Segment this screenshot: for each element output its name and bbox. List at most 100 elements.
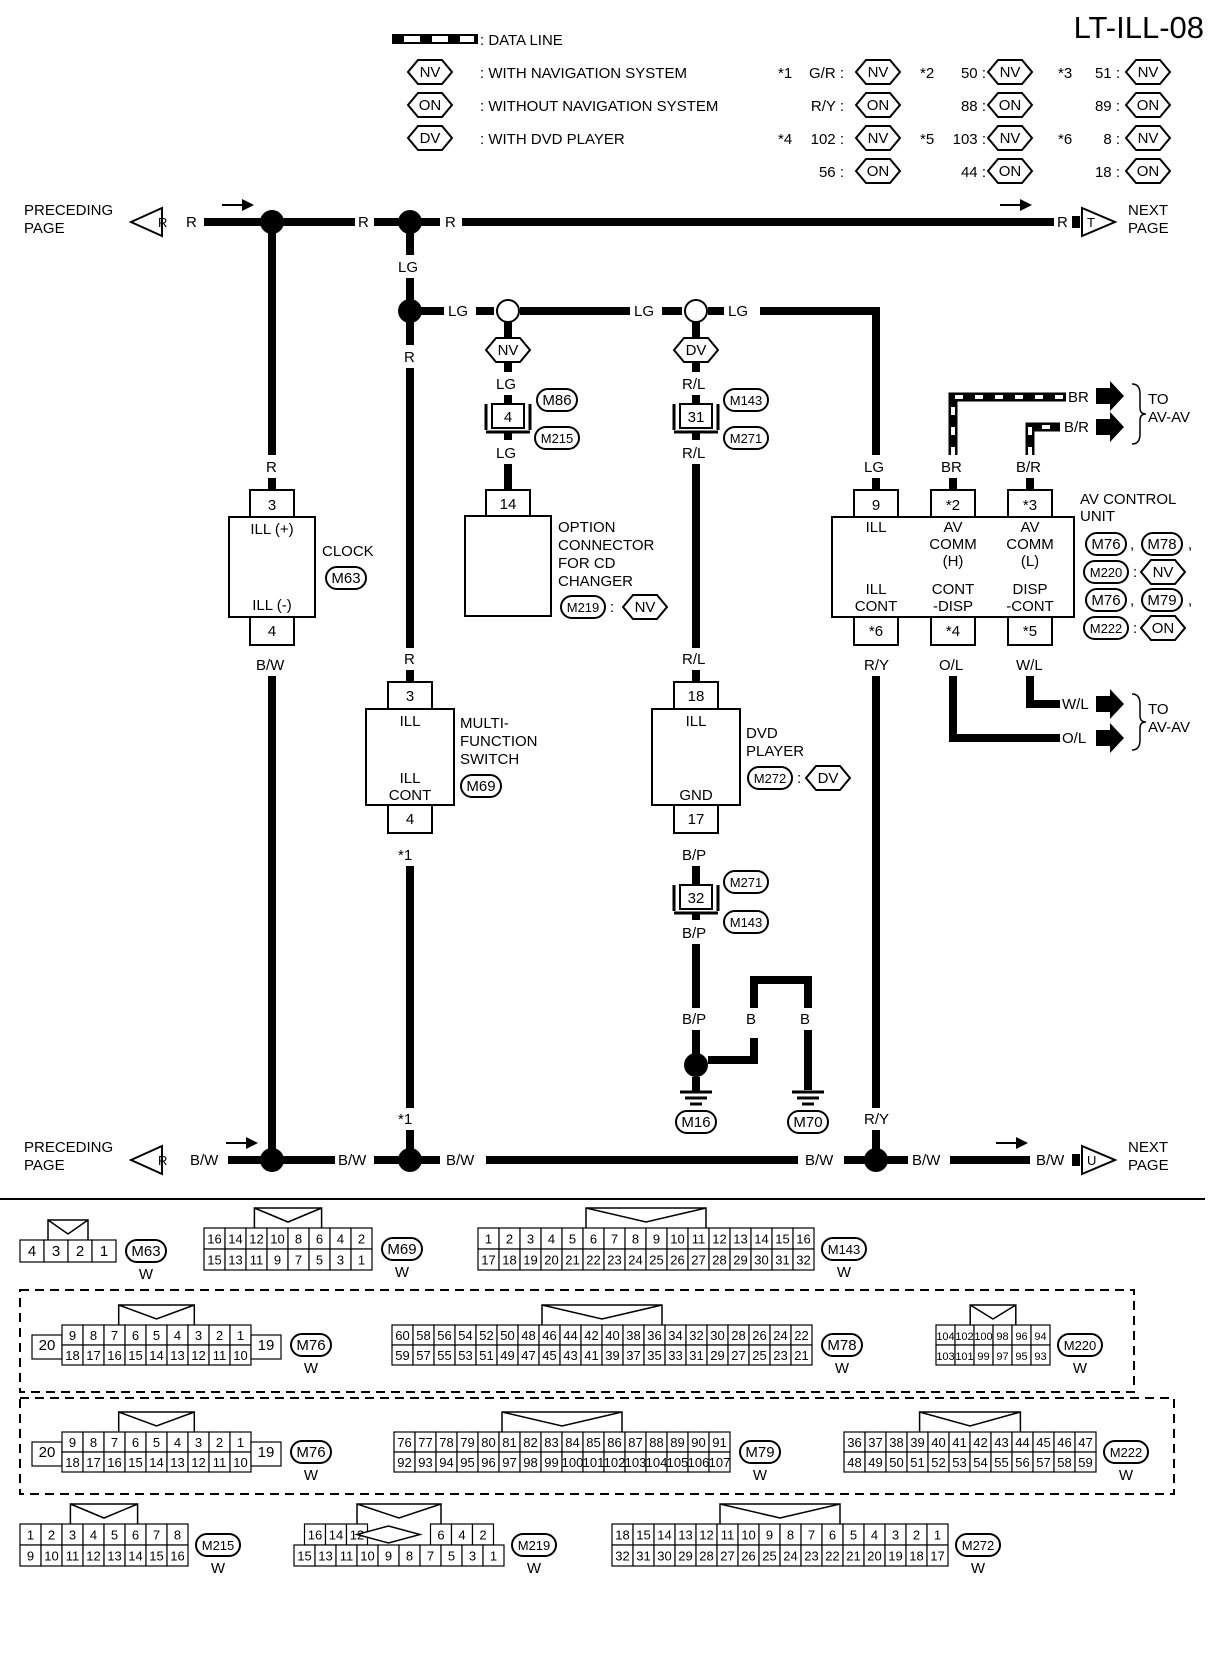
pin-label: 13 [318,1549,332,1564]
tag-label: NV [1000,130,1021,147]
pin-label: 59 [1078,1455,1092,1470]
legend-data-line: : DATA LINE [480,32,563,49]
pin-label: 88 [649,1435,663,1450]
m271-connector-id: M271 [723,426,769,450]
ground-symbol-m16 [680,1090,712,1106]
m271-connector-id: M271 [723,870,769,894]
pin-label: 16 [107,1348,121,1363]
connector-id-label: M220 [1090,565,1123,580]
pin-label: 20 [39,1337,56,1354]
pin-label: 25 [762,1549,776,1564]
pin-label: 86 [607,1435,621,1450]
m78-connector-id: M78 [1141,532,1183,556]
pin-label: 48 [847,1455,861,1470]
pin-label: 4 [174,1435,181,1450]
avcu-label: ILL [866,519,887,536]
preceding-page-arrow-bottom[interactable] [128,1144,163,1176]
pin-label: 94 [439,1455,453,1470]
pin-label: 11 [213,1348,227,1363]
pin-label: 3 [892,1528,899,1543]
pin-label: 14 [149,1455,163,1470]
nv-tag-icon: NV [1124,59,1172,85]
legend: : DATA LINE NV : WITH NAVIGATION SYSTEM … [392,32,718,151]
pin-label: 45 [1036,1435,1050,1450]
pin-label: 26 [752,1328,766,1343]
pin-label: 2 [76,1243,84,1260]
footnote-value: 103 : [953,131,986,148]
pin-label: 2 [216,1435,223,1450]
preceding-page-arrow-top[interactable] [128,206,163,238]
pin-label: 103 [936,1351,954,1363]
to-av-arrow [1096,412,1124,442]
next-page-arrow-top[interactable] [1081,206,1118,238]
pin-label: 58 [1057,1455,1071,1470]
tag-label: ON [867,97,890,114]
connector-id-label: M143 [730,915,763,930]
pin-label: 102 [955,1331,973,1343]
avcu-label: DISP [1012,581,1047,598]
pin-label: 8 [632,1232,639,1247]
pin-label: 7 [611,1232,618,1247]
wire-label: B/W [190,1152,219,1169]
dv-tag-icon: DV [804,765,852,791]
pin-label: 44 [563,1328,577,1343]
pin-label: 52 [479,1328,493,1343]
pin-label: 33 [668,1348,682,1363]
wire-label: BR [1068,389,1089,406]
pin-label: 6 [829,1528,836,1543]
pin-label: 76 [397,1435,411,1450]
connector-id-label: M222 [1110,1445,1143,1460]
bottom-preceding-label: PRECEDING [24,1139,113,1156]
mfs-name: MULTI- [460,715,509,732]
pin-label: 13 [170,1348,184,1363]
next-page-arrow-bottom[interactable] [1081,1144,1118,1176]
pin-label: 19 [258,1337,275,1354]
avcu-pin: *2 [946,497,960,514]
wire-label: B/P [682,925,706,942]
dvd-player-component [651,708,741,806]
wire-label: B/W [805,1152,834,1169]
pin-label: 22 [825,1549,839,1564]
connector-id-label: M79 [745,1444,774,1461]
pin-label: 15 [636,1528,650,1543]
pin-label: 55 [437,1348,451,1363]
ground-symbol-m70 [792,1090,824,1106]
avcu-name: AV CONTROL [1080,491,1176,508]
splice-dot [260,1148,284,1172]
pin-label: 31 [636,1549,650,1564]
pin-label: 10 [670,1232,684,1247]
pin-label: 103 [625,1455,647,1470]
inline-connector-32: 32 [672,884,720,915]
clock-label-ill-minus: ILL (-) [252,597,291,614]
pin-label: 18 [615,1528,629,1543]
pin-label: 104 [936,1331,954,1343]
connector-id-label: M215 [202,1538,235,1553]
nv-tag-icon: NV [986,59,1034,85]
pin-label: 4 [174,1328,181,1343]
tag-label: DV [420,130,441,147]
footnote-value: 51 : [1095,65,1120,82]
to-label: TO [1148,391,1169,408]
wire-label: R/L [682,445,705,462]
pin-label: 107 [709,1455,731,1470]
pin-label: 41 [952,1435,966,1450]
pin-label: 1 [27,1528,34,1543]
pin-label: 93 [418,1455,432,1470]
wire-label: *1 [398,847,412,864]
on-tag-icon: ON [1124,158,1172,184]
pin-label: 19 [258,1444,275,1461]
pin-label: 5 [448,1549,455,1564]
comma: , [1130,536,1134,553]
tag-label: NV [635,599,656,616]
pin-label: 42 [973,1435,987,1450]
pin-label: 84 [565,1435,579,1450]
avcu-label: CONT [932,581,975,598]
footnote-mark: *5 [920,131,934,148]
tag-label: ON [419,97,442,114]
pin-label: 51 [910,1455,924,1470]
pin-label: 1 [237,1328,244,1343]
pin-label: 9 [385,1549,392,1564]
footnote-mark: *3 [1058,65,1072,82]
